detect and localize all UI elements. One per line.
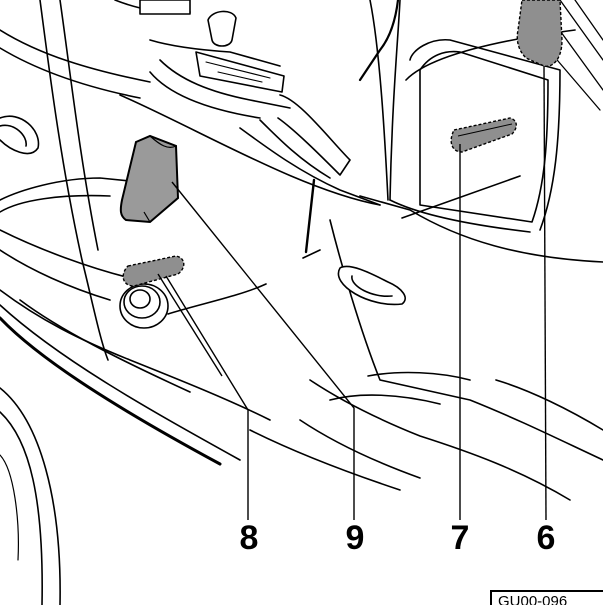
callout-9: 9: [345, 519, 365, 557]
door-panel: [119, 0, 603, 461]
dashboard-lines: [0, 0, 151, 361]
component-6: [516, 0, 563, 67]
side-handle-left: [0, 115, 40, 155]
seat: [0, 177, 271, 466]
reference-code: GU00-096: [490, 590, 603, 605]
center-console: [114, 0, 381, 206]
component-7: [450, 117, 517, 153]
callout-8: 8: [239, 519, 259, 557]
door-handle: [337, 265, 406, 306]
leader-lines: [157, 65, 547, 521]
callout-7: 7: [450, 519, 470, 557]
component-9: [119, 134, 180, 224]
component-8: [122, 255, 185, 287]
callout-6: 6: [536, 519, 556, 557]
steering-wheel: [0, 387, 61, 605]
seat-knob: [119, 283, 169, 329]
floor-lines: [167, 283, 603, 501]
